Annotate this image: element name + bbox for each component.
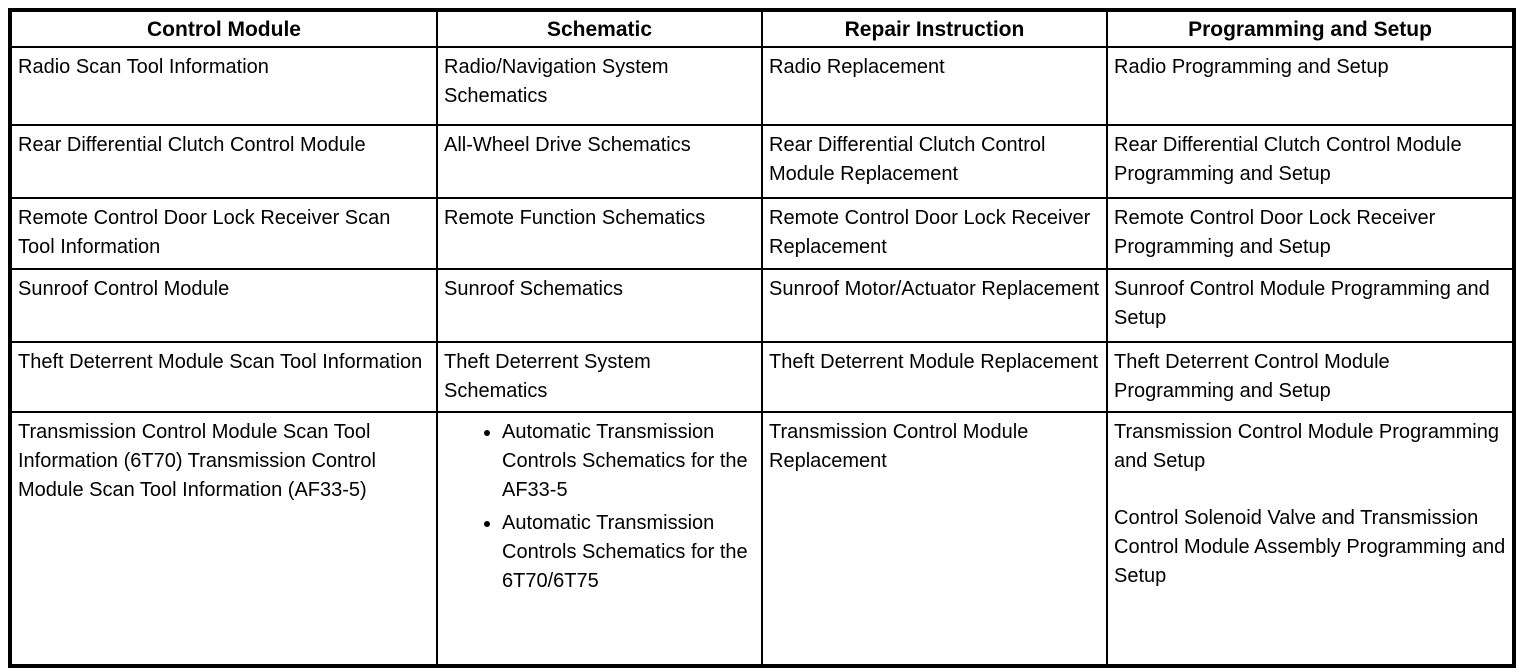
cell-schematic: Remote Function Schematics — [436, 197, 763, 270]
list-item: Automatic Transmission Controls Schemati… — [502, 509, 755, 596]
cell-repair-instruction: Transmission Control Module Replacement — [761, 411, 1108, 667]
table-row: Radio Scan Tool Information Radio/Naviga… — [9, 46, 1515, 126]
cell-programming-and-setup: Remote Control Door Lock Receiver Progra… — [1106, 197, 1515, 270]
cell-repair-instruction: Theft Deterrent Module Replacement — [761, 341, 1108, 413]
table-row: Rear Differential Clutch Control Module … — [9, 124, 1515, 199]
cell-control-module: Sunroof Control Module — [9, 268, 438, 343]
cell-control-module: Remote Control Door Lock Receiver Scan T… — [9, 197, 438, 270]
table-row: Theft Deterrent Module Scan Tool Informa… — [9, 341, 1515, 413]
cell-repair-instruction: Remote Control Door Lock Receiver Replac… — [761, 197, 1108, 270]
column-header-schematic: Schematic — [436, 9, 763, 48]
cell-control-module: Rear Differential Clutch Control Module — [9, 124, 438, 199]
table-row: Sunroof Control Module Sunroof Schematic… — [9, 268, 1515, 343]
cell-schematic: Automatic Transmission Controls Schemati… — [436, 411, 763, 667]
cell-programming-and-setup: Transmission Control Module Programming … — [1106, 411, 1515, 667]
cell-programming-and-setup: Sunroof Control Module Programming and S… — [1106, 268, 1515, 343]
cell-programming-and-setup: Theft Deterrent Control Module Programmi… — [1106, 341, 1515, 413]
cell-control-module: Theft Deterrent Module Scan Tool Informa… — [9, 341, 438, 413]
cell-schematic: Theft Deterrent System Schematics — [436, 341, 763, 413]
cell-programming-and-setup: Radio Programming and Setup — [1106, 46, 1515, 126]
column-header-programming-and-setup: Programming and Setup — [1106, 9, 1515, 48]
programming-setup-paragraph: Transmission Control Module Programming … — [1114, 421, 1499, 472]
column-header-control-module: Control Module — [9, 9, 438, 48]
cell-repair-instruction: Rear Differential Clutch Control Module … — [761, 124, 1108, 199]
cell-schematic: All-Wheel Drive Schematics — [436, 124, 763, 199]
cell-repair-instruction: Radio Replacement — [761, 46, 1108, 126]
cell-repair-instruction: Sunroof Motor/Actuator Replacement — [761, 268, 1108, 343]
table-row: Transmission Control Module Scan Tool In… — [9, 411, 1515, 667]
cell-schematic: Radio/Navigation System Schematics — [436, 46, 763, 126]
cell-programming-and-setup: Rear Differential Clutch Control Module … — [1106, 124, 1515, 199]
header-row: Control Module Schematic Repair Instruct… — [9, 9, 1515, 48]
list-item: Automatic Transmission Controls Schemati… — [502, 418, 755, 505]
cell-control-module: Radio Scan Tool Information — [9, 46, 438, 126]
programming-setup-paragraph: Control Solenoid Valve and Transmission … — [1114, 507, 1506, 587]
cell-schematic: Sunroof Schematics — [436, 268, 763, 343]
schematic-bullet-list: Automatic Transmission Controls Schemati… — [444, 418, 755, 596]
column-header-repair-instruction: Repair Instruction — [761, 9, 1108, 48]
table-row: Remote Control Door Lock Receiver Scan T… — [9, 197, 1515, 270]
control-module-table: Control Module Schematic Repair Instruct… — [8, 8, 1516, 668]
cell-control-module: Transmission Control Module Scan Tool In… — [9, 411, 438, 667]
